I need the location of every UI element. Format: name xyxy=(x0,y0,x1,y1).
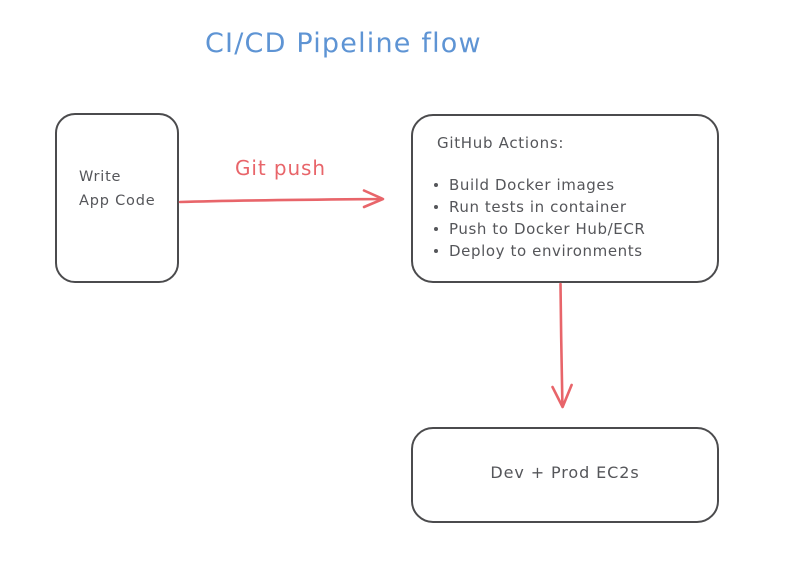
list-item: Push to Docker Hub/ECR xyxy=(431,218,645,240)
node-github-actions[interactable]: GitHub Actions: Build Docker images Run … xyxy=(411,114,719,283)
list-item-label: Run tests in container xyxy=(449,198,627,216)
node-write-app-code-label: Write App Code xyxy=(79,169,156,209)
node-write-app-code[interactable]: Write App Code xyxy=(55,113,179,283)
list-item-label: Deploy to environments xyxy=(449,242,643,260)
node-github-actions-heading: GitHub Actions: xyxy=(437,134,565,152)
list-item-label: Push to Docker Hub/ECR xyxy=(449,220,646,238)
list-item: Build Docker images xyxy=(431,174,645,196)
bullet-icon xyxy=(434,227,438,231)
bullet-icon xyxy=(434,205,438,209)
edge-label-git-push: Git push xyxy=(235,156,326,180)
bullet-icon xyxy=(434,183,438,187)
github-actions-step-list: Build Docker images Run tests in contain… xyxy=(431,174,645,262)
list-item: Deploy to environments xyxy=(431,240,645,262)
arrow-deploy xyxy=(551,282,573,409)
arrow-git-push xyxy=(178,189,385,209)
list-item: Run tests in container xyxy=(431,196,645,218)
node-dev-prod-ec2s[interactable]: Dev + Prod EC2s xyxy=(411,427,719,523)
list-item-label: Build Docker images xyxy=(449,176,615,194)
node-dev-prod-ec2s-label: Dev + Prod EC2s xyxy=(490,463,640,482)
page-title: CI/CD Pipeline flow xyxy=(205,28,482,59)
bullet-icon xyxy=(434,249,438,253)
